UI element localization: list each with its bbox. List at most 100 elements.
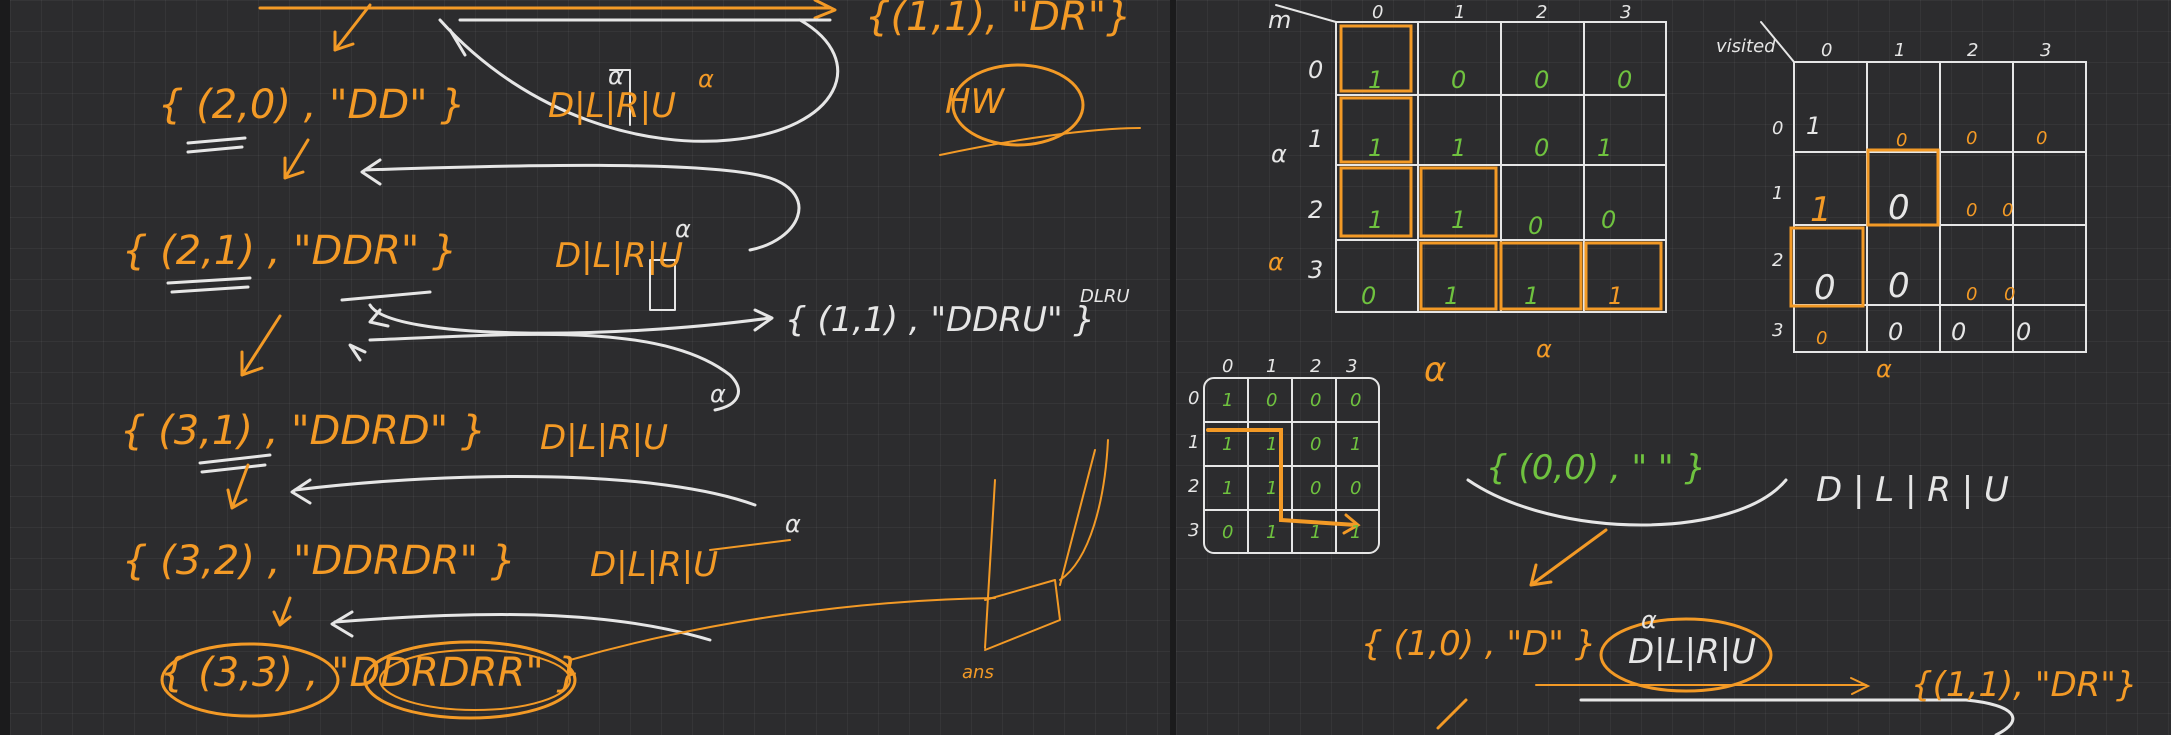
state-1-0: { (1,0) , "D" } (1361, 624, 1597, 664)
maze-cell: 0 (1534, 66, 1550, 94)
alpha-mark: α (1876, 355, 1892, 383)
small-cell: 0 (1350, 478, 1362, 499)
small-cell: 1 (1222, 478, 1234, 499)
dirs-2-1: D|L|R|U (555, 236, 683, 276)
visited-cell: 0 (2002, 200, 2014, 221)
alpha-mark: α (608, 62, 624, 90)
maze-cell: 0 (1534, 134, 1550, 162)
maze-cell: 1 (1368, 66, 1384, 94)
visited-cell: 0 (2016, 318, 2032, 346)
maze-cell: 1 (1444, 282, 1460, 310)
maze-cell: 1 (1524, 282, 1540, 310)
alpha-mark: α (1424, 350, 1447, 390)
left-whiteboard-panel: {(1,1), "DR"} { (2,0) , "DD" } D|L|R|U H… (10, 0, 1170, 735)
small-row-header: 1 (1188, 432, 1200, 453)
small-cell: 1 (1222, 390, 1234, 411)
small-cell: 0 (1310, 390, 1322, 411)
visited-cell: 1 (1806, 112, 1822, 140)
visited-cell: 0 (1888, 188, 1910, 228)
visited-label: visited (1716, 36, 1776, 57)
visited-cell: 0 (1966, 284, 1978, 305)
visited-cell: 0 (1966, 128, 1978, 149)
small-cell: 1 (1310, 522, 1322, 543)
visited-row-header: 3 (1772, 320, 1784, 341)
right-grid-drawings (1203, 4, 2087, 735)
visited-col-header: 0 (1821, 40, 1833, 61)
visited-cell: 0 (2004, 284, 2016, 305)
small-cell: 1 (1266, 478, 1278, 499)
dirs-3-1: D|L|R|U (540, 418, 668, 458)
maze-cell: 1 (1451, 206, 1467, 234)
alpha-mark: α (675, 215, 691, 243)
visited-cell: 0 (1814, 268, 1836, 308)
maze-cell: 0 (1361, 282, 1377, 310)
maze-cell: 1 (1597, 134, 1613, 162)
small-row-header: 2 (1188, 476, 1200, 497)
visited-cell: 1 (1810, 190, 1832, 230)
alpha-mark: α (1268, 248, 1284, 276)
alpha-mark: α (785, 510, 801, 538)
alpha-mark: α (1536, 335, 1552, 363)
maze-row-header: 0 (1308, 56, 1324, 84)
visited-row-header: 1 (1772, 183, 1784, 204)
small-cell: 1 (1266, 434, 1278, 455)
maze-col-header: 3 (1620, 2, 1632, 23)
maze-cell: 0 (1617, 66, 1633, 94)
small-cell: 0 (1222, 522, 1234, 543)
maze-row-header: 3 (1308, 256, 1324, 284)
small-grid-lines (1203, 377, 1380, 554)
top-partial-state: {(1,1), "DR"} (865, 0, 1132, 40)
visited-row-header: 0 (1772, 118, 1784, 139)
maze-col-header: 1 (1454, 2, 1466, 23)
alpha-mark: α (710, 380, 726, 408)
small-cell: 1 (1222, 434, 1234, 455)
ans-label: ans (962, 662, 994, 683)
small-cell: 0 (1350, 390, 1362, 411)
small-cell: 1 (1350, 522, 1362, 543)
state-3-2: { (3,2) , "DDRDR" } (122, 538, 517, 584)
maze-col-header: 0 (1372, 2, 1384, 23)
state-1-1: {(1,1), "DR"} (1911, 665, 2138, 705)
small-row-header: 3 (1188, 520, 1200, 541)
small-cell: 1 (1266, 522, 1278, 543)
visited-grid-lines (1760, 21, 2087, 353)
visited-col-header: 2 (1967, 40, 1979, 61)
alpha-mark: α (1641, 606, 1657, 634)
root-dirs: D | L | R | U (1816, 470, 2009, 510)
maze-cell: 1 (1608, 282, 1624, 310)
visited-col-header: 1 (1894, 40, 1906, 61)
state-3-3-answer: { (3,3) , "DDRDRR" } (160, 650, 582, 696)
visited-cell: 0 (1816, 328, 1828, 349)
state-2-0: { (2,0) , "DD" } (158, 82, 466, 128)
maze-cell: 0 (1528, 212, 1544, 240)
dirs-2-0: D|L|R|U (548, 86, 676, 126)
visited-cell: 0 (2036, 128, 2048, 149)
maze-col-header: 2 (1536, 2, 1548, 23)
small-col-header: 1 (1266, 356, 1278, 377)
small-row-header: 0 (1188, 388, 1200, 409)
root-state: { (0,0) , " " } (1486, 448, 1706, 488)
dirs-1-0: D|L|R|U (1628, 632, 1756, 672)
small-cell: 0 (1310, 478, 1322, 499)
right-whiteboard-panel: m visited 0 1 2 3 0 1 2 3 1 0 0 0 1 1 0 … (1176, 0, 2171, 735)
maze-row-header: 2 (1308, 196, 1324, 224)
visited-cell: 0 (1896, 130, 1908, 151)
maze-row-header: 1 (1308, 125, 1324, 153)
visited-cell: 0 (1951, 318, 1967, 346)
maze-cell: 1 (1368, 206, 1384, 234)
small-col-header: 3 (1346, 356, 1358, 377)
visited-cell: 0 (1888, 266, 1910, 306)
state-2-1: { (2,1) , "DDR" } (122, 228, 458, 274)
left-ink-strokes (160, 0, 1141, 720)
visited-cell: 0 (1966, 200, 1978, 221)
dirs-3-2: D|L|R|U (590, 545, 718, 585)
alpha-mark: α (1271, 140, 1287, 168)
maze-cell: 0 (1601, 206, 1617, 234)
visited-row-header: 2 (1772, 250, 1784, 271)
branch-state-1-1: { (1,1) , "DDRU" } (785, 300, 1096, 340)
hw-label: HW (945, 82, 1005, 122)
visited-col-header: 3 (2040, 40, 2052, 61)
maze-cell: 1 (1368, 134, 1384, 162)
branch-dirs: DLRU (1080, 286, 1130, 307)
maze-cell: 0 (1451, 66, 1467, 94)
